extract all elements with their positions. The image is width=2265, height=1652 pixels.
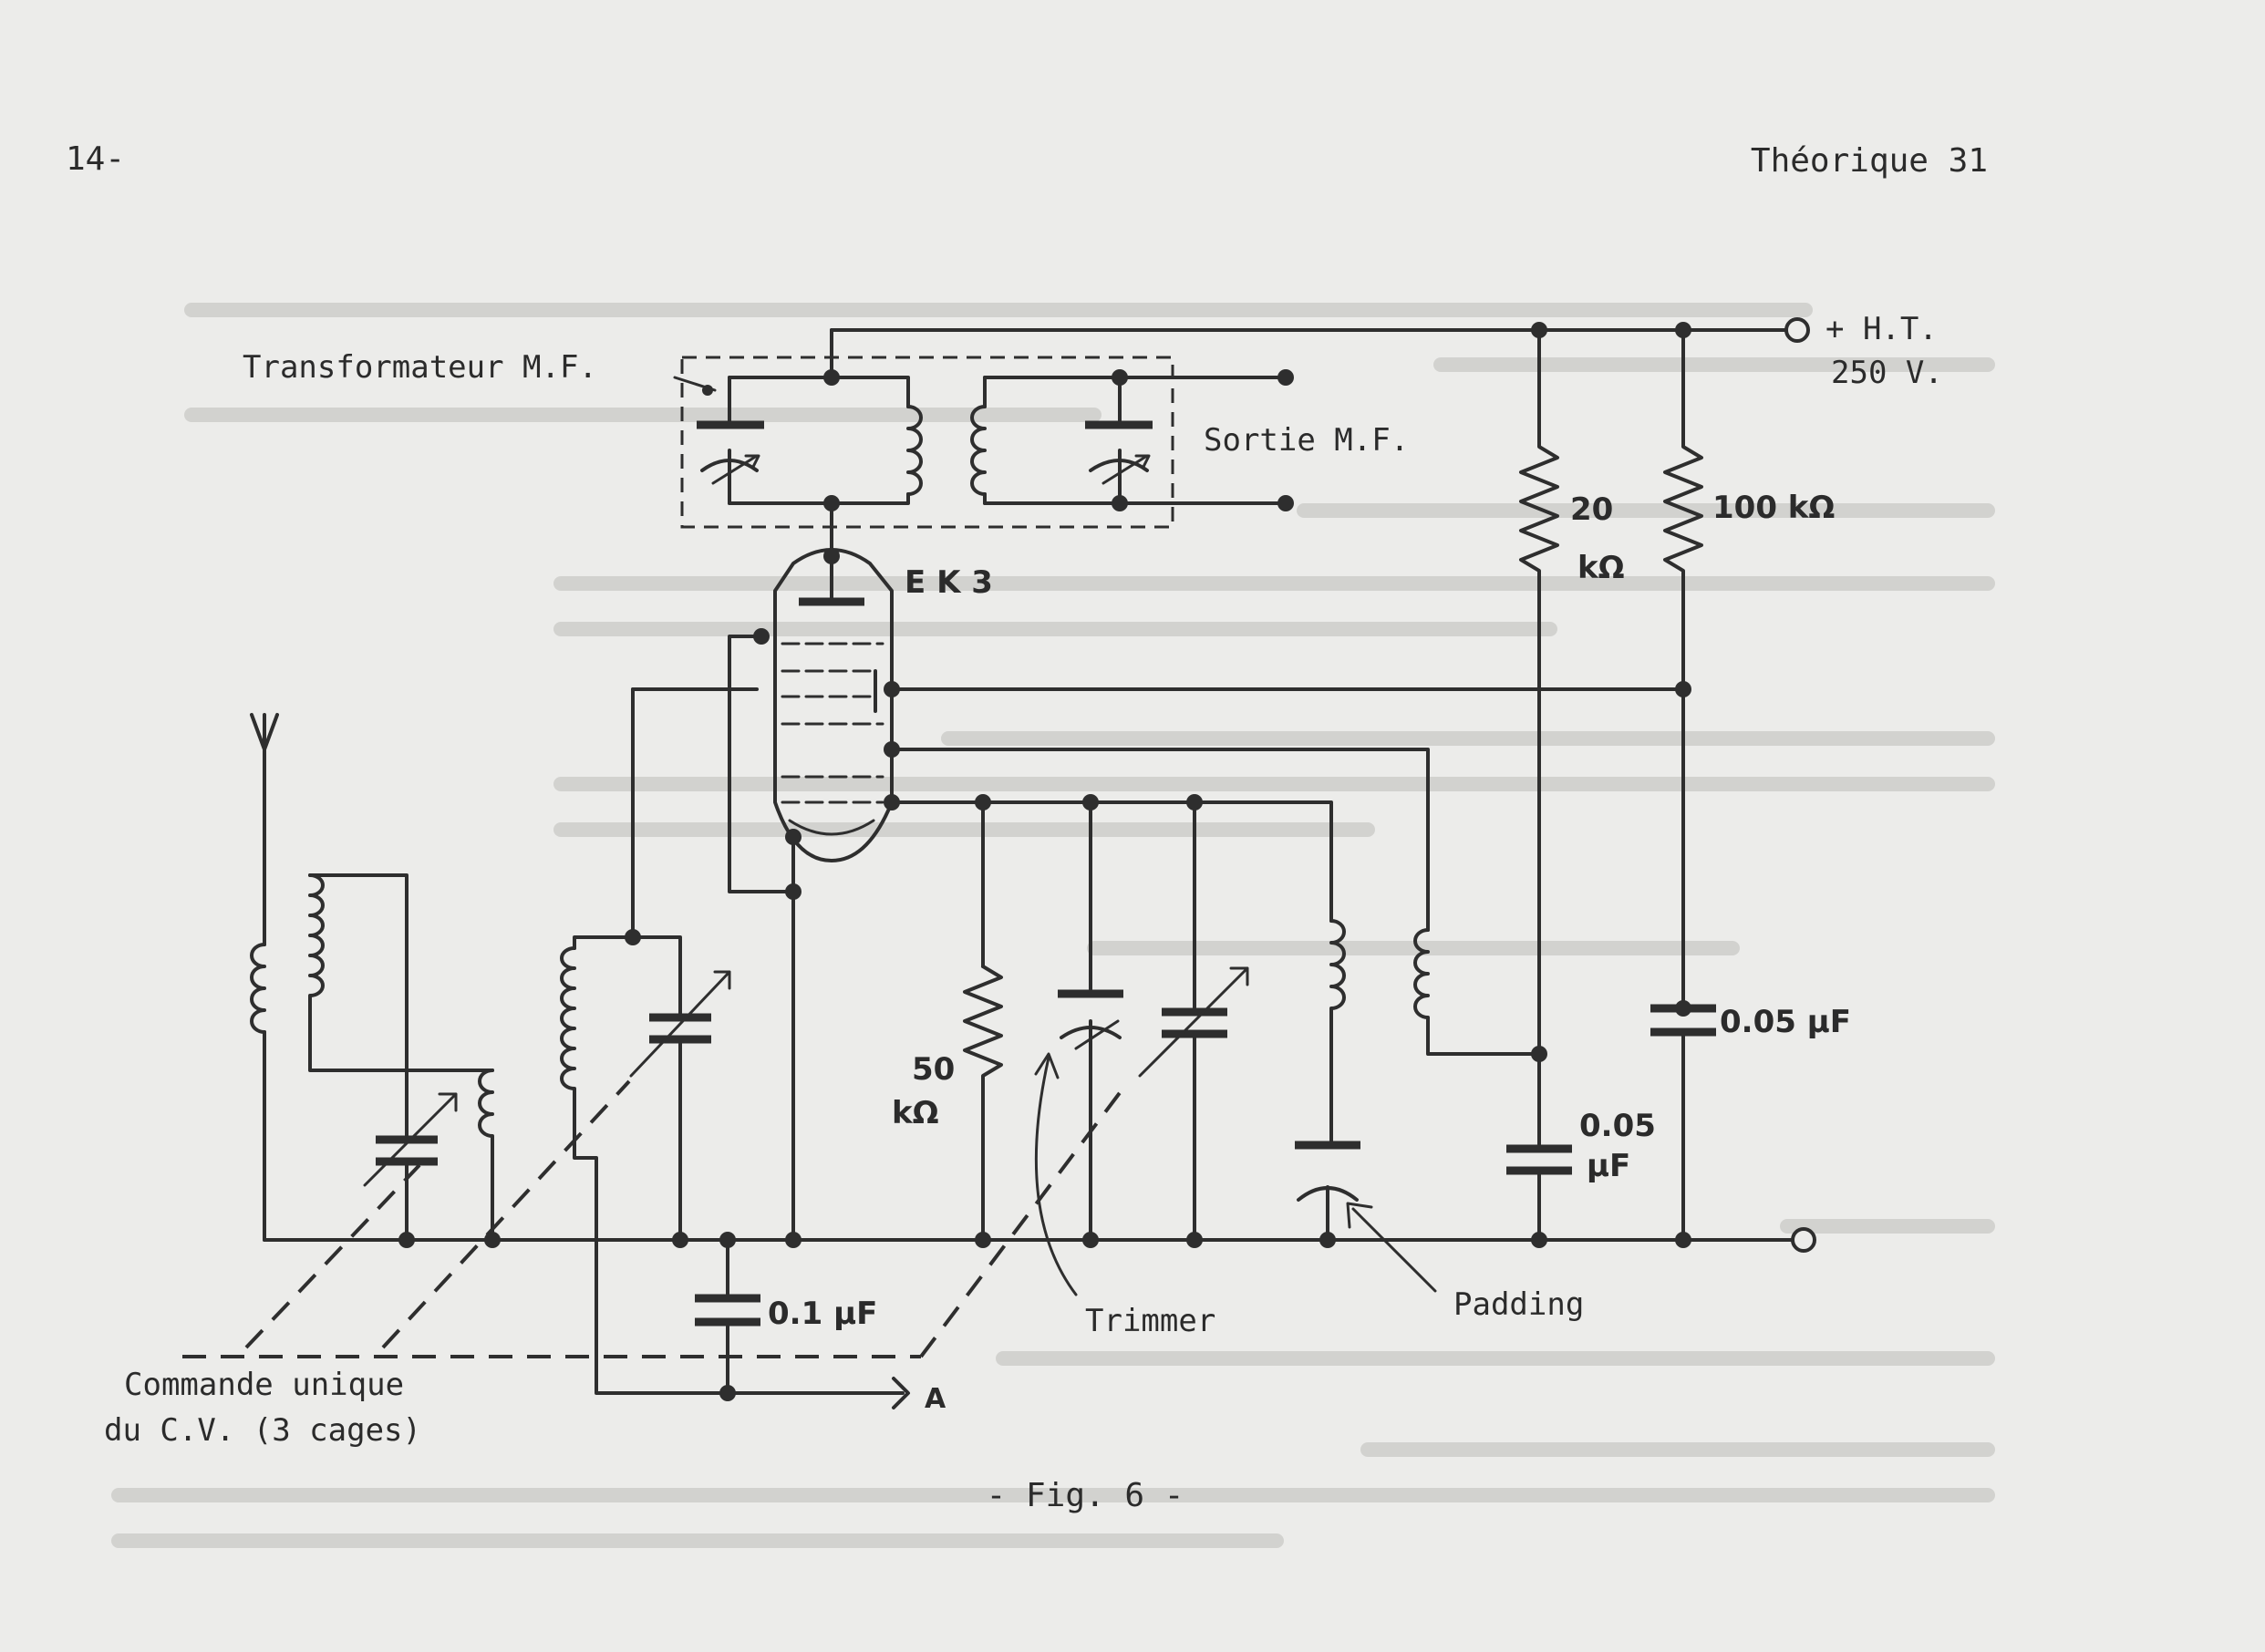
antenna [250, 713, 279, 1242]
oscillator-circuit: 50 kΩ [892, 800, 1541, 1242]
ground-terminal [1791, 1227, 1816, 1253]
resistor-100k: 100 kΩ [1663, 328, 1835, 1010]
ganged-label-line2: du C.V. (3 cages) [104, 1412, 421, 1449]
padding-label: Padding [1453, 1286, 1584, 1323]
capacitor-0-05-b: 0.05 µF [1506, 1052, 1656, 1242]
page-number: 14- [66, 140, 125, 178]
section-title: Théorique 31 [1751, 142, 1988, 180]
capacitor-0-1: 0.1 µF A [695, 1238, 946, 1415]
c2-unit: µF [1587, 1148, 1630, 1184]
tube-connections [631, 635, 1685, 1242]
output-label: Sortie M.F. [1204, 422, 1409, 459]
r2-label: 100 kΩ [1712, 490, 1835, 526]
trimmer-label: Trimmer [1085, 1303, 1215, 1339]
padding-annotation: Padding [1346, 1202, 1584, 1323]
figure-caption: - Fig. 6 - [987, 1477, 1184, 1514]
c1-label: 0.05 µF [1720, 1004, 1851, 1040]
transformer-label: Transformateur M.F. [243, 349, 597, 386]
ek3-tube: E K 3 [773, 548, 993, 862]
junction-dots [398, 322, 1691, 1401]
mixer-coil [560, 687, 905, 1395]
ht-label: + H.T. [1825, 311, 1938, 347]
c2-value: 0.05 [1579, 1108, 1656, 1144]
r1-value: 20 [1570, 491, 1613, 528]
ht-voltage-label: 250 V. [1831, 355, 1943, 391]
bleed-through-text [111, 303, 1995, 1548]
tube-label: E K 3 [905, 564, 993, 601]
output-a-label: A [925, 1383, 946, 1415]
c3-label: 0.1 µF [768, 1296, 877, 1332]
ganged-control: Commande unique du C.V. (3 cages) [104, 1079, 1123, 1449]
ht-terminal [1784, 317, 1810, 343]
mf-transformer: Transformateur M.F. Sortie M.F. [243, 349, 1409, 558]
capacitor-0-05-a: 0.05 µF [1650, 1004, 1851, 1242]
resistor-20k: 20 kΩ [1519, 328, 1625, 1056]
transformer-shield [680, 356, 1174, 529]
r3-value: 50 [912, 1051, 955, 1088]
ht-rail: + H.T. 250 V. [830, 311, 1943, 391]
r3-unit: kΩ [892, 1095, 939, 1131]
rf-coil [308, 873, 494, 1242]
ganged-label-line1: Commande unique [124, 1367, 404, 1403]
trimmer-annotation: Trimmer [1034, 1052, 1215, 1339]
r1-unit: kΩ [1577, 550, 1625, 586]
